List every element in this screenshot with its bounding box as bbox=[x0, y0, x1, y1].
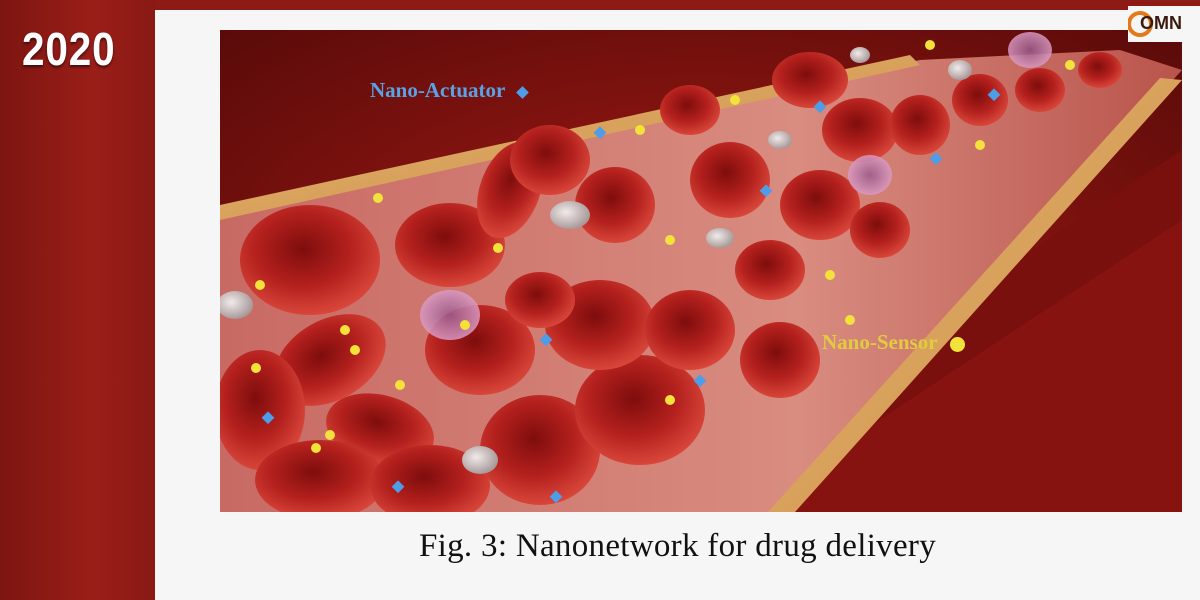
diamond-icon bbox=[516, 85, 530, 99]
blood-vessel-illustration bbox=[220, 30, 1182, 512]
nano-actuator-label-text: Nano-Actuator bbox=[370, 78, 505, 102]
year-label: 2020 bbox=[22, 23, 116, 75]
circle-icon bbox=[950, 336, 966, 352]
left-band: 2020 bbox=[0, 0, 155, 600]
platelets bbox=[220, 47, 972, 474]
nano-sensor-label-text: Nano-Sensor bbox=[822, 330, 938, 354]
logo-text: OMN bbox=[1140, 13, 1182, 33]
omni-logo-icon bbox=[1128, 6, 1200, 42]
nano-actuator-label: Nano-Actuator bbox=[370, 78, 530, 103]
nano-sensor-label: Nano-Sensor bbox=[822, 330, 966, 355]
red-blood-cells bbox=[220, 52, 1122, 512]
nano-sensor-dots bbox=[251, 40, 1075, 453]
top-band bbox=[0, 0, 1200, 10]
figure-caption: Fig. 3: Nanonetwork for drug delivery bbox=[419, 528, 936, 564]
nanonetwork-figure bbox=[220, 30, 1182, 512]
